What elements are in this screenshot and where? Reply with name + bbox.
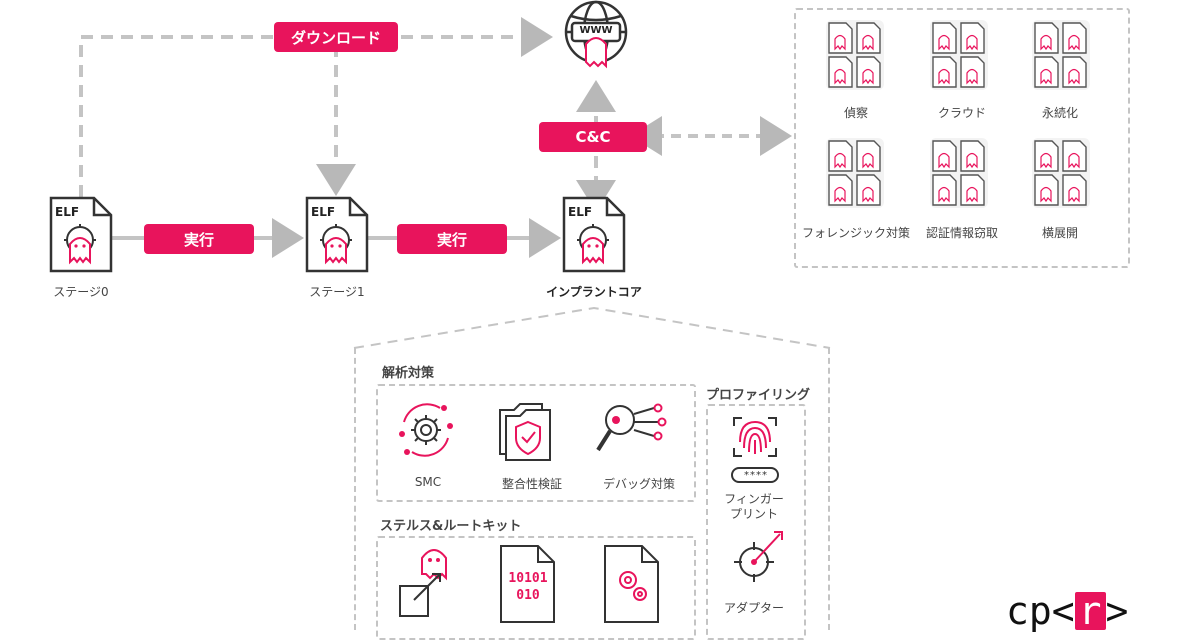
- anti-debug-label: デバッグ対策: [602, 477, 675, 491]
- download-line: [79, 17, 553, 197]
- globe-icon: [564, 0, 628, 69]
- stage-1: ELF: [304, 196, 370, 274]
- cnc-badge: C&C: [539, 122, 647, 152]
- elf-tag: ELF: [311, 205, 336, 219]
- module-icon-credential-theft: [930, 138, 988, 208]
- elf-file-icon: [305, 196, 369, 273]
- stealth-title: ステルス&ルートキット: [380, 519, 522, 534]
- anti-analysis-title: 解析対策: [382, 366, 435, 381]
- fingerprint-label: フィンガー プリント: [724, 492, 784, 521]
- execute-badge-2: 実行: [397, 224, 507, 254]
- execute-badge-1: 実行: [144, 224, 254, 254]
- profiling-title: プロファイリング: [706, 388, 811, 403]
- target-icon: [734, 531, 783, 582]
- www-text: WWW: [579, 25, 613, 36]
- kernel-module-icon: [604, 545, 659, 623]
- implant-detail-left-wall: [354, 348, 356, 630]
- smc-icon: [399, 403, 453, 457]
- implant-core-label: インプラントコア: [546, 285, 642, 299]
- password-mask: ****: [744, 470, 768, 481]
- download-badge: ダウンロード: [274, 22, 398, 52]
- module-label-lateral-movement: 横展開: [1041, 226, 1078, 240]
- stage-0: ELF: [48, 196, 114, 274]
- binary-file-icon: [500, 545, 555, 623]
- stage-0-label: ステージ0: [53, 285, 109, 299]
- elf-file-icon: [562, 196, 626, 273]
- module-icon-recon: [826, 20, 884, 90]
- anti-analysis-box: [376, 384, 696, 502]
- implant-detail-right-wall: [828, 348, 830, 630]
- elf-tag: ELF: [55, 205, 80, 219]
- binary-text: 10101 010: [508, 571, 548, 603]
- module-label-credential-theft: 認証情報窃取: [925, 226, 998, 240]
- module-icon-anti-forensics: [826, 138, 884, 208]
- modules-panel: [794, 8, 1130, 268]
- module-icon-lateral-movement: [1032, 138, 1090, 208]
- stage-1-label: ステージ1: [309, 285, 365, 299]
- module-label-cloud: クラウド: [937, 106, 986, 120]
- fingerprint-icon: [731, 417, 779, 483]
- cpr-logo: cp < r >: [1006, 589, 1129, 633]
- elf-tag: ELF: [568, 205, 593, 219]
- smc-label: SMC: [414, 475, 442, 489]
- module-label-recon: 偵察: [843, 106, 868, 120]
- module-icon-cloud: [930, 20, 988, 90]
- implant-detail-roof: [353, 306, 831, 349]
- integrity-check-icon: [499, 403, 551, 461]
- injection-icon: [399, 549, 447, 617]
- adapter-label: アダプター: [723, 601, 784, 615]
- implant-core: ELF: [561, 196, 627, 274]
- anti-debug-icon: [596, 403, 667, 452]
- module-label-anti-forensics: フォレンジック対策: [801, 226, 910, 240]
- module-icon-persistence: [1032, 20, 1090, 90]
- integrity-label: 整合性検証: [501, 477, 562, 491]
- elf-file-icon: [49, 196, 113, 273]
- module-label-persistence: 永続化: [1041, 106, 1078, 120]
